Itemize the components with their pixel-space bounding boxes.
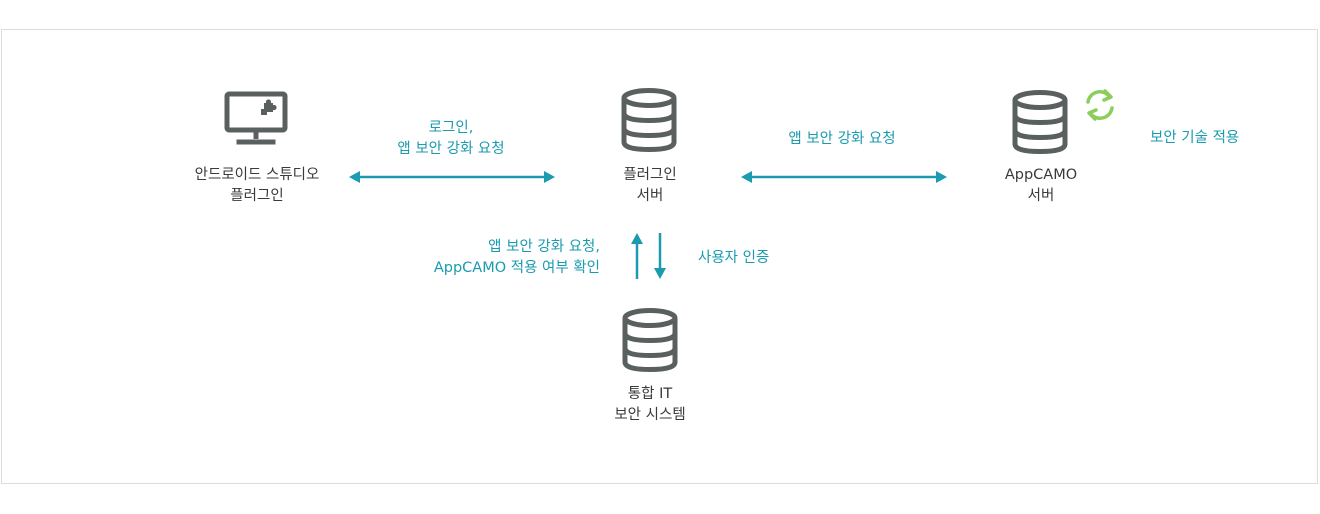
bidirectional-arrow-servers [741,171,947,183]
android-plugin-label: 안드로이드 스튜디오 플러그인 [195,165,320,207]
database-icon [621,88,677,152]
down-arrow [654,233,666,279]
login-edge-label-line1: 로그인, [428,120,474,136]
integrated-edge-label-line2: AppCAMO 적용 여부 확인 [433,260,600,276]
desktop-puzzle-icon [224,91,288,145]
database-icon [622,308,678,372]
login-edge-label: 로그인, 앱 보안 강화 요청 [397,118,504,160]
plugin-server-label: 플러그인 서버 [623,165,676,207]
plugin-server-label-line2: 서버 [636,188,664,204]
integrated-it-label-line1: 통합 IT [627,386,673,402]
appcamo-server-label: AppCAMO 서버 [1005,165,1077,207]
android-plugin-label-line1: 안드로이드 스튜디오 [194,167,320,183]
android-plugin-label-line2: 플러그인 [230,188,284,204]
appcamo-server-label-line2: 서버 [1027,188,1055,204]
integrated-it-label: 통합 IT 보안 시스템 [614,384,685,426]
integrated-edge-label: 앱 보안 강화 요청, AppCAMO 적용 여부 확인 [434,237,600,279]
login-edge-label-line2: 앱 보안 강화 요청 [397,141,505,157]
appcamo-server-label-line1: AppCAMO [1004,167,1078,183]
user-auth-label: 사용자 인증 [698,250,770,266]
up-arrow [631,233,643,279]
apply-security-label: 보안 기술 적용 [1150,130,1240,146]
server-edge-label: 앱 보안 강화 요청 [788,131,896,147]
integrated-it-label-line2: 보안 시스템 [614,407,686,423]
integrated-edge-label-line1: 앱 보안 강화 요청, [488,239,600,255]
plugin-server-label-line1: 플러그인 [623,167,677,183]
database-icon [1012,90,1068,154]
bidirectional-arrow-login [349,171,555,183]
refresh-icon [1086,89,1114,121]
